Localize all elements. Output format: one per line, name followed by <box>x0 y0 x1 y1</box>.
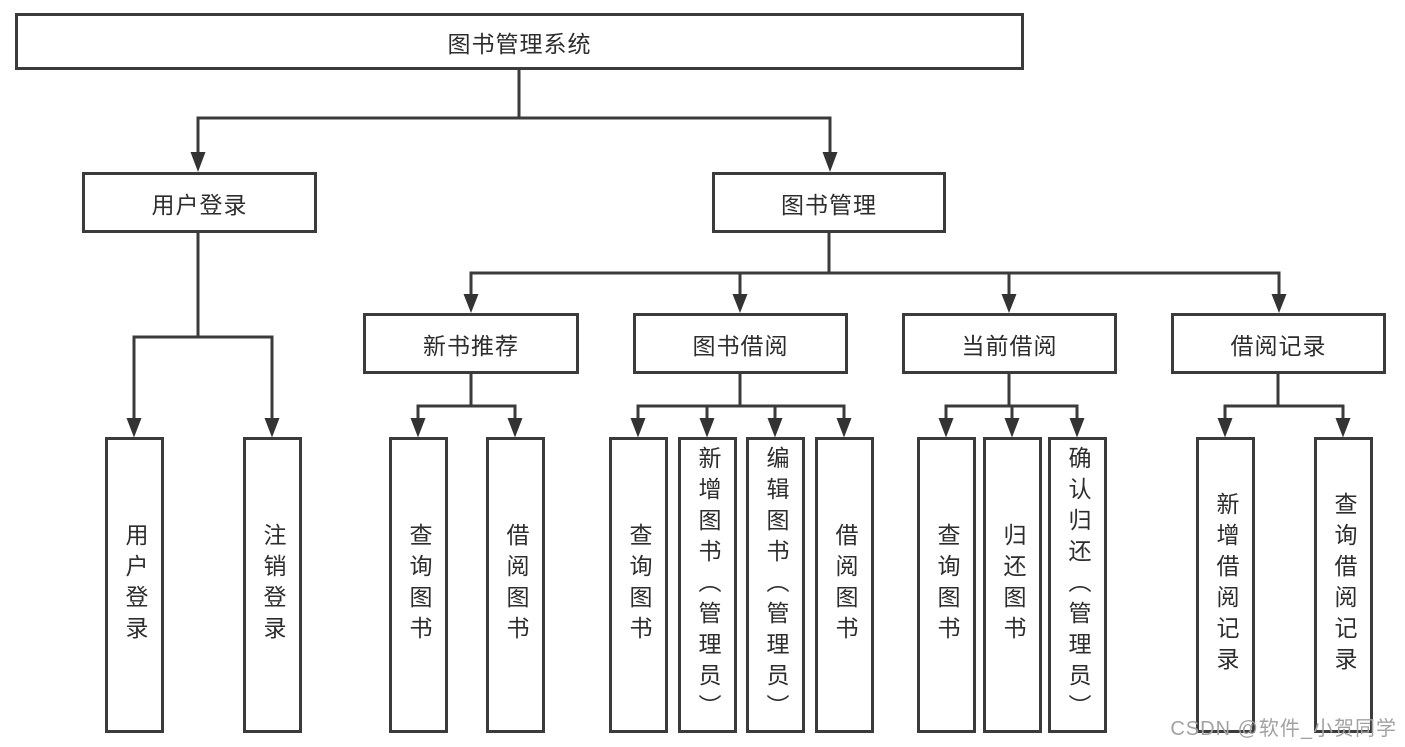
node-root-library-system: 图书管理系统 <box>15 13 1024 70</box>
leaf-query-borrow-record: 查询借阅记录 <box>1314 437 1373 733</box>
leaf-borrow-books-1: 借阅图书 <box>486 437 545 733</box>
leaf-edit-books-admin: 编辑图书（管理员） <box>746 437 805 733</box>
leaf-borrow-books-2: 借阅图书 <box>815 437 874 733</box>
node-user-login: 用户登录 <box>82 172 317 233</box>
leaf-add-books-admin: 新增图书（管理员） <box>678 437 737 733</box>
leaf-query-books-2: 查询图书 <box>609 437 668 733</box>
node-current-borrow: 当前借阅 <box>902 313 1117 374</box>
leaf-add-borrow-record: 新增借阅记录 <box>1196 437 1255 733</box>
node-new-book-recommend: 新书推荐 <box>363 313 579 374</box>
leaf-user-login: 用户登录 <box>105 437 164 733</box>
leaf-logout: 注销登录 <box>243 437 302 733</box>
node-book-management: 图书管理 <box>712 172 946 233</box>
csdn-watermark: CSDN @软件_小贺同学 <box>1170 718 1397 740</box>
node-book-borrow: 图书借阅 <box>633 313 848 374</box>
leaf-confirm-return-admin: 确认归还（管理员） <box>1048 437 1107 733</box>
leaf-query-books-1: 查询图书 <box>389 437 448 733</box>
leaf-query-books-3: 查询图书 <box>917 437 976 733</box>
node-borrow-record: 借阅记录 <box>1171 313 1386 374</box>
leaf-return-books: 归还图书 <box>983 437 1042 733</box>
